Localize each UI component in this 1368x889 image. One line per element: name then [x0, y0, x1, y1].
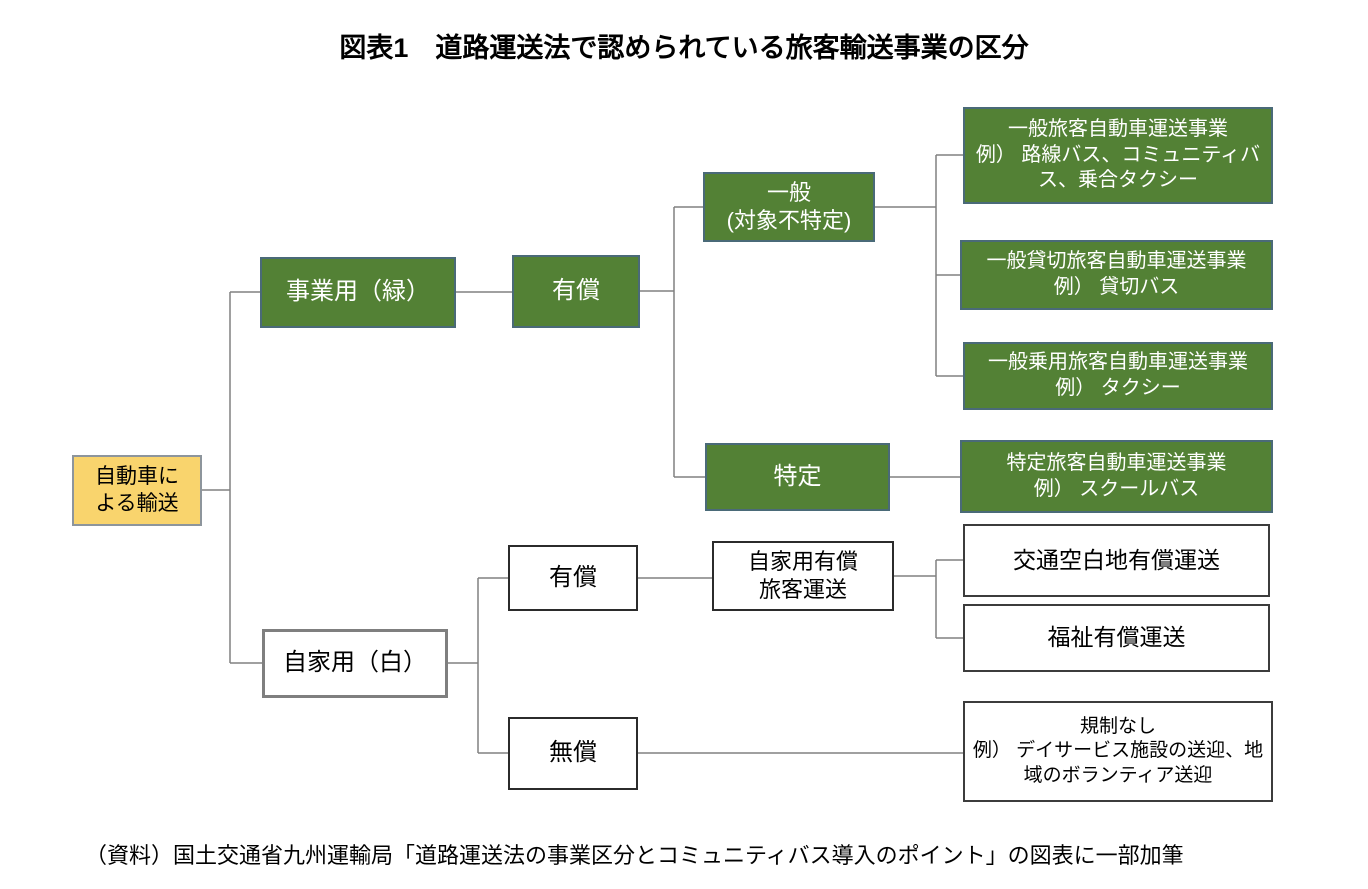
welfare-paid-transport-leaf: 福祉有償運送	[963, 604, 1270, 672]
transport-gap-area-leaf: 交通空白地有償運送	[963, 524, 1270, 597]
specified-business-leaf: 特定旅客自動車運送事業 例） スクールバス	[960, 440, 1273, 513]
source-note: （資料）国土交通省九州運輸局「道路運送法の事業区分とコミュニティバス導入のポイン…	[85, 843, 1184, 868]
general-unspecified-node: 一般 (対象不特定)	[703, 172, 875, 242]
paid-commercial-node: 有償	[512, 255, 640, 328]
root-node: 自動車に よる輸送	[72, 455, 202, 526]
paid-private-node: 有償	[508, 545, 638, 611]
private-use-node: 自家用（白）	[262, 629, 448, 698]
private-paid-transport-node: 自家用有償 旅客運送	[712, 541, 894, 611]
taxi-business-leaf: 一般乗用旅客自動車運送事業 例） タクシー	[963, 342, 1273, 410]
charter-business-leaf: 一般貸切旅客自動車運送事業 例） 貸切バス	[960, 240, 1273, 310]
no-regulation-leaf: 規制なし 例） デイサービス施設の送迎、地域のボランティア送迎	[963, 701, 1273, 802]
diagram-title: 図表1 道路運送法で認められている旅客輸送事業の区分	[339, 33, 1029, 63]
specified-node: 特定	[705, 443, 890, 511]
commercial-use-node: 事業用（緑）	[260, 257, 456, 328]
unpaid-node: 無償	[508, 717, 638, 790]
general-passenger-business-leaf: 一般旅客自動車運送事業 例） 路線バス、コミュニティバス、乗合タクシー	[963, 107, 1273, 204]
